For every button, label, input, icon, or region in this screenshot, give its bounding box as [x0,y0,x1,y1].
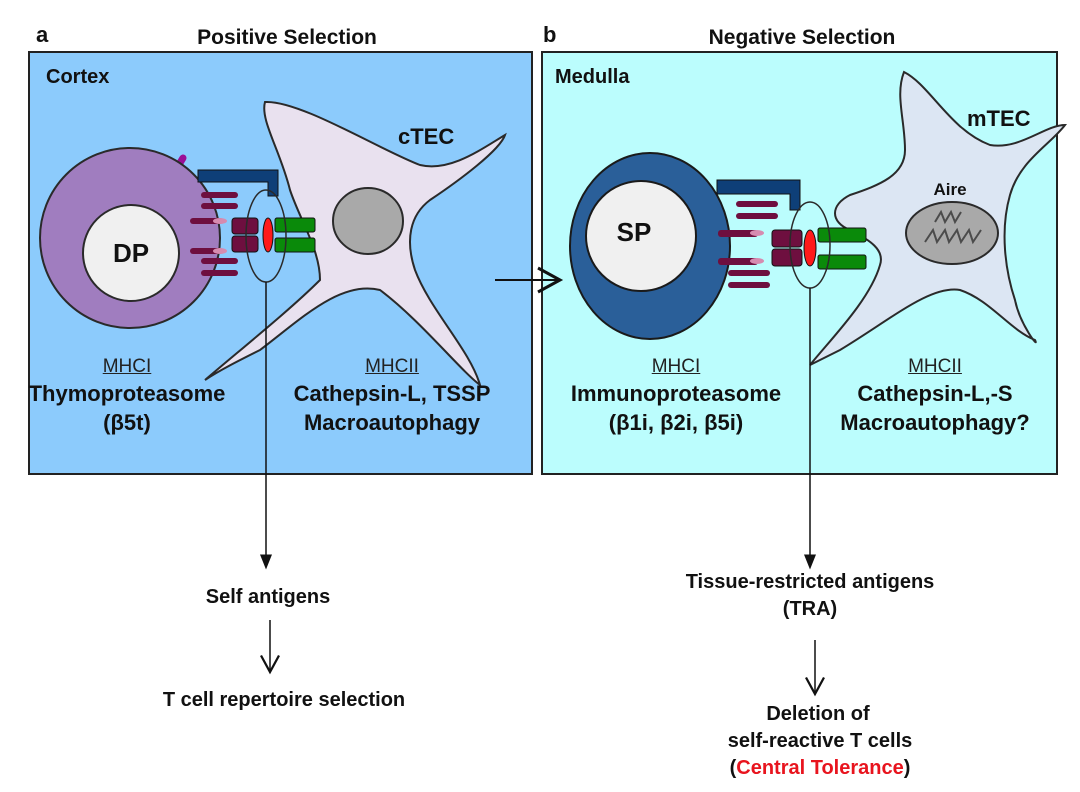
mhc1-line2-a: (β5t) [103,410,151,435]
mhc2-line1-a: Cathepsin-L, TSSP [293,381,491,406]
dp-label: DP [112,238,150,268]
ctec-nucleus [332,187,404,255]
mhc2-line2-b: Macroautophagy? [840,410,1030,435]
synapse-a [190,169,316,283]
dna-helix-icon [924,209,982,245]
tra-label-line2: (TRA) [782,598,838,620]
mhc1-heading-b: MHCI [651,356,701,377]
mhc2-line2-a: Macroautophagy [303,410,481,435]
mhc1-line1-b: Immunoproteasome [570,381,782,406]
mhc1-heading-a: MHCI [102,356,152,377]
central-tolerance-label: (Central Tolerance) [730,757,911,780]
central-tolerance-highlight: Central Tolerance [736,757,904,779]
mtec-nucleus [905,201,999,265]
tra-label-line1: Tissue-restricted antigens [685,571,935,593]
sp-label: SP [616,217,652,247]
region-label-cortex: Cortex [46,66,110,88]
deletion-label-line2: self-reactive T cells [727,730,913,752]
repertoire-selection-label: T cell repertoire selection [162,689,406,711]
mhc1-line2-b: (β1i, β2i, β5i) [608,410,744,435]
deletion-label-line1: Deletion of [766,703,870,725]
synapse-b [716,179,867,289]
sp-nucleus [585,180,697,292]
mhc2-line1-b: Cathepsin-L,-S [857,381,1013,406]
panel-b-title: Negative Selection [708,26,896,49]
dp-nucleus [82,204,180,302]
ctec-label: cTEC [398,124,455,149]
mhc2-heading-a: MHCII [365,356,419,377]
aire-label: Aire [933,180,967,199]
region-label-medulla: Medulla [555,66,630,88]
mhc1-line1-a: Thymoproteasome [28,381,226,406]
mtec-label: mTEC [967,106,1031,131]
self-antigens-label: Self antigens [205,586,331,608]
panel-b-letter: b [543,22,557,47]
paren-close: ) [903,757,911,779]
paren-open: ( [729,757,737,779]
panel-a-title: Positive Selection [197,26,377,49]
panel-a-letter: a [36,22,49,47]
mhc2-heading-b: MHCII [908,356,962,377]
